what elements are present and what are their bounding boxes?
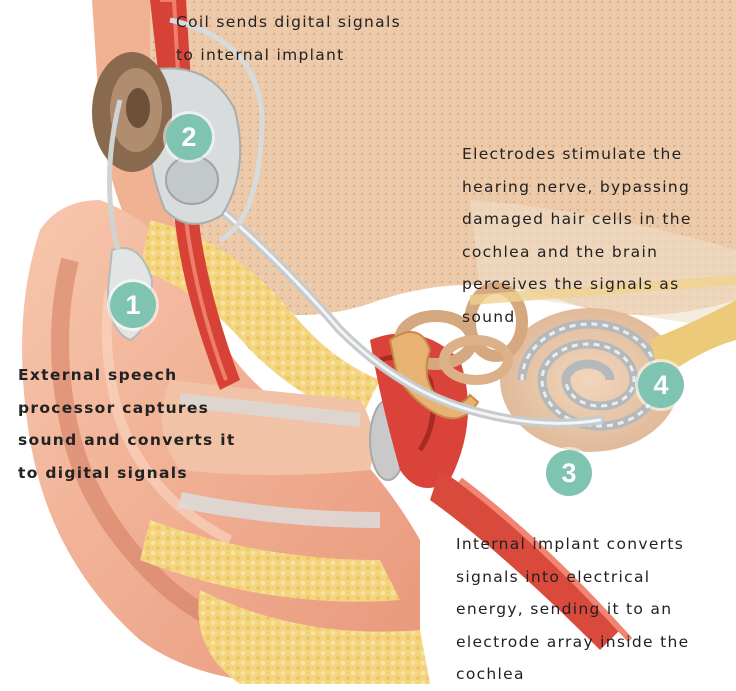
- external-coil: [92, 52, 172, 172]
- step-4-badge: 4: [638, 362, 684, 408]
- step-3-badge: 3: [546, 450, 592, 496]
- internal-implant-caption: Internal implant converts signals into e…: [456, 528, 726, 691]
- external-processor-caption: External speech processor captures sound…: [18, 359, 278, 489]
- step-2-badge: 2: [166, 114, 212, 160]
- step-1-badge: 1: [110, 282, 156, 328]
- coil-caption: Coil sends digital signals to internal i…: [176, 6, 476, 71]
- electrodes-caption: Electrodes stimulate the hearing nerve, …: [462, 138, 736, 333]
